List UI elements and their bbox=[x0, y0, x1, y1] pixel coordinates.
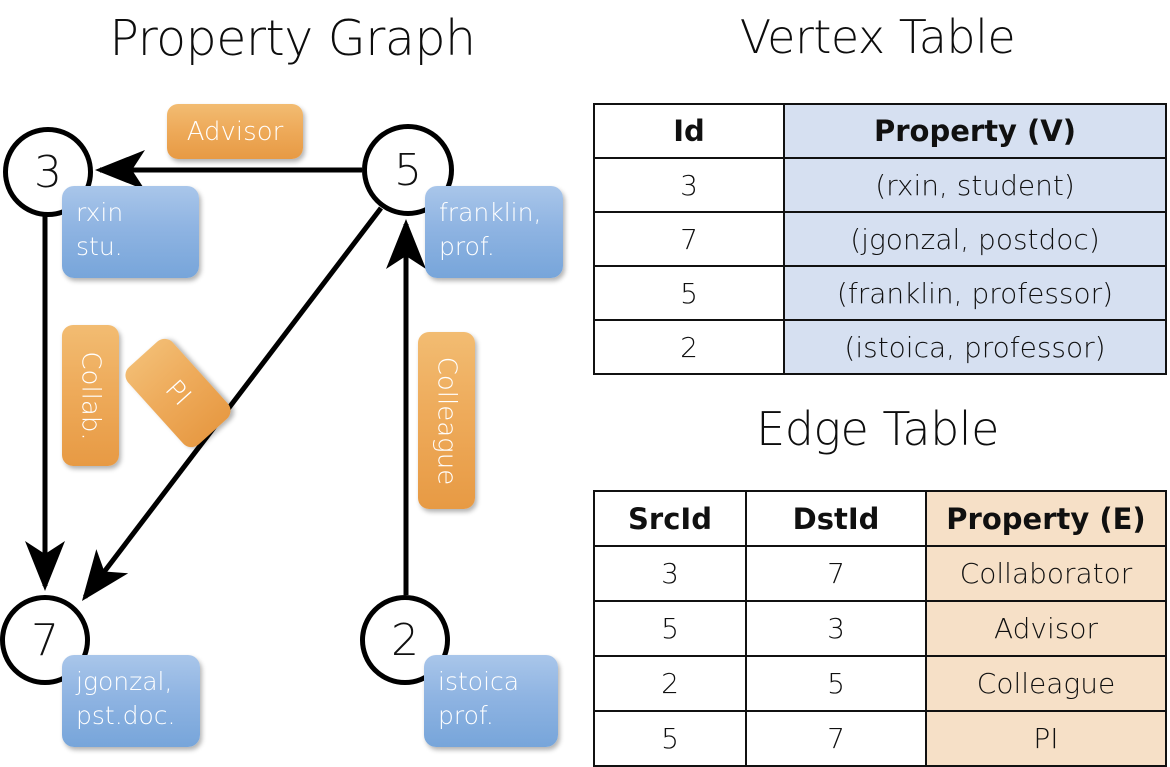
edge-table: SrcId DstId Property (E) 3 7 Collaborato… bbox=[593, 490, 1167, 767]
edge-label-colleague-text: Colleague bbox=[431, 356, 462, 485]
edge-table-title: Edge Table bbox=[756, 402, 999, 456]
edge-table-header-dstid: DstId bbox=[745, 490, 927, 547]
property-graph-title: Property Graph bbox=[109, 10, 476, 67]
edge-cell-property: Advisor bbox=[925, 600, 1167, 657]
graph-node-3-label: 3 bbox=[34, 146, 62, 198]
vertex-cell-property: (istoica, professor) bbox=[783, 319, 1167, 375]
vertex-cell-id: 3 bbox=[593, 157, 785, 213]
node-property-box-istoica: istoica prof. bbox=[424, 655, 558, 747]
edge-cell-srcid: 3 bbox=[593, 545, 747, 602]
edge-5-to-7-pi bbox=[81, 206, 383, 601]
edge-cell-srcid: 5 bbox=[593, 710, 747, 767]
vertex-table-header-property: Property (V) bbox=[783, 103, 1167, 159]
graph-node-7-label: 7 bbox=[31, 614, 59, 666]
edge-table-header-srcid: SrcId bbox=[593, 490, 747, 547]
table-row: 3 (rxin, student) bbox=[593, 157, 1167, 213]
edge-cell-property: PI bbox=[925, 710, 1167, 767]
table-row: 2 5 Colleague bbox=[593, 655, 1167, 712]
node-property-box-jgonzal: jgonzal, pst.doc. bbox=[62, 655, 200, 747]
graph-node-2-label: 2 bbox=[391, 614, 419, 666]
edge-label-collab-text: Collab. bbox=[75, 350, 106, 441]
edge-label-advisor: Advisor bbox=[167, 104, 303, 159]
table-row: 5 7 PI bbox=[593, 710, 1167, 767]
edge-cell-property: Colleague bbox=[925, 655, 1167, 712]
graph-node-2[interactable]: 2 bbox=[360, 595, 450, 685]
vertex-table-header-row: Id Property (V) bbox=[593, 103, 1167, 159]
table-row: 2 (istoica, professor) bbox=[593, 319, 1167, 375]
vertex-table-title: Vertex Table bbox=[739, 10, 1016, 64]
vertex-cell-property: (rxin, student) bbox=[783, 157, 1167, 213]
edge-table-header-row: SrcId DstId Property (E) bbox=[593, 490, 1167, 547]
vertex-cell-property: (franklin, professor) bbox=[783, 265, 1167, 321]
graph-edges-layer bbox=[25, 150, 426, 601]
edge-label-collab: Collab. bbox=[62, 325, 119, 466]
vertex-table: Id Property (V) 3 (rxin, student) 7 (jgo… bbox=[593, 103, 1167, 375]
vertex-cell-property: (jgonzal, postdoc) bbox=[783, 211, 1167, 267]
table-row: 5 (franklin, professor) bbox=[593, 265, 1167, 321]
edge-cell-srcid: 2 bbox=[593, 655, 747, 712]
edge-cell-dstid: 7 bbox=[745, 710, 927, 767]
edge-cell-property: Collaborator bbox=[925, 545, 1167, 602]
table-row: 7 (jgonzal, postdoc) bbox=[593, 211, 1167, 267]
edge-label-advisor-text: Advisor bbox=[186, 116, 284, 147]
graph-node-5-label: 5 bbox=[394, 144, 422, 196]
edge-cell-dstid: 5 bbox=[745, 655, 927, 712]
edge-label-pi-text: PI bbox=[159, 374, 197, 412]
vertex-table-header-id: Id bbox=[593, 103, 785, 159]
edge-cell-srcid: 5 bbox=[593, 600, 747, 657]
graph-node-5[interactable]: 5 bbox=[362, 124, 454, 216]
table-row: 3 7 Collaborator bbox=[593, 545, 1167, 602]
edge-label-colleague: Colleague bbox=[418, 332, 475, 509]
vertex-cell-id: 7 bbox=[593, 211, 785, 267]
edge-cell-dstid: 3 bbox=[745, 600, 927, 657]
vertex-cell-id: 2 bbox=[593, 319, 785, 375]
table-row: 5 3 Advisor bbox=[593, 600, 1167, 657]
edge-cell-dstid: 7 bbox=[745, 545, 927, 602]
node-property-box-franklin: franklin, prof. bbox=[425, 186, 563, 278]
edge-table-header-property: Property (E) bbox=[925, 490, 1167, 547]
vertex-cell-id: 5 bbox=[593, 265, 785, 321]
node-property-box-rxin: rxin stu. bbox=[62, 186, 199, 278]
